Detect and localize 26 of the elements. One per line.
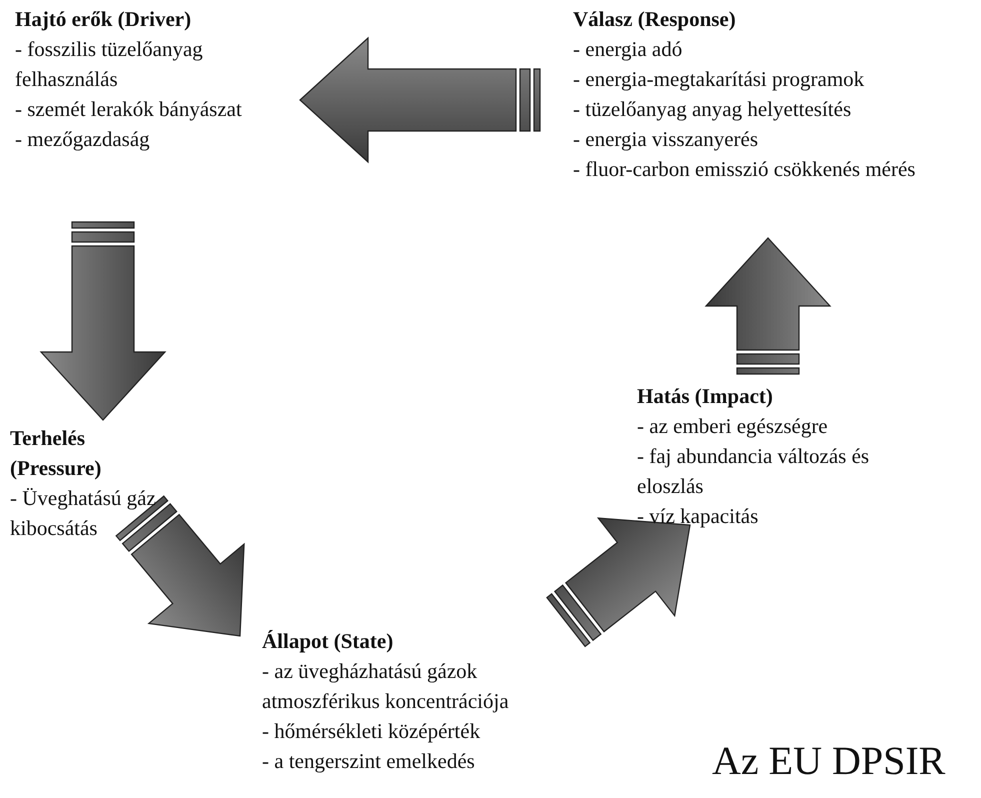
node-heading: Terhelés (Pressure) <box>10 425 102 482</box>
block-arrow <box>299 36 541 164</box>
list-item: - az üvegházhatású gázok atmoszférikus koncentrációja <box>262 658 510 715</box>
list-item: - energia-megtakarítási programok <box>573 66 866 93</box>
list-item: - víz kapacitás <box>637 503 760 530</box>
list-item: - Üveghatású gáz kibocsátás <box>10 485 157 542</box>
block-arrow <box>546 517 691 648</box>
block-arrow <box>115 495 245 637</box>
list-item: - faj abundancia változás és eloszlás <box>637 443 870 500</box>
list-item: - mezőgazdaság <box>15 126 151 153</box>
list-item: - tüzelőanyag anyag helyettesítés <box>573 96 852 123</box>
list-item: - szemét lerakók bányászat <box>15 96 243 123</box>
node-heading: Válasz (Response) <box>573 6 737 33</box>
list-item: - energia adó <box>573 36 684 63</box>
list-item: - az emberi egészségre <box>637 413 829 440</box>
list-item: - fosszilis tüzelőanyag felhasználás <box>15 36 204 93</box>
list-item: - fluor-carbon emisszió csökkenés mérés <box>573 156 916 183</box>
list-item: - hőmérsékleti középérték <box>262 718 482 745</box>
block-arrow <box>704 237 832 375</box>
node-heading: Hajtó erők (Driver) <box>15 6 192 33</box>
node-heading: Állapot (State) <box>262 628 394 655</box>
block-arrow <box>40 221 166 421</box>
node-heading: Hatás (Impact) <box>637 383 774 410</box>
diagram-label: Az EU DPSIR <box>712 737 946 785</box>
list-item: - a tengerszint emelkedés <box>262 748 476 775</box>
list-item: - energia visszanyerés <box>573 126 760 153</box>
